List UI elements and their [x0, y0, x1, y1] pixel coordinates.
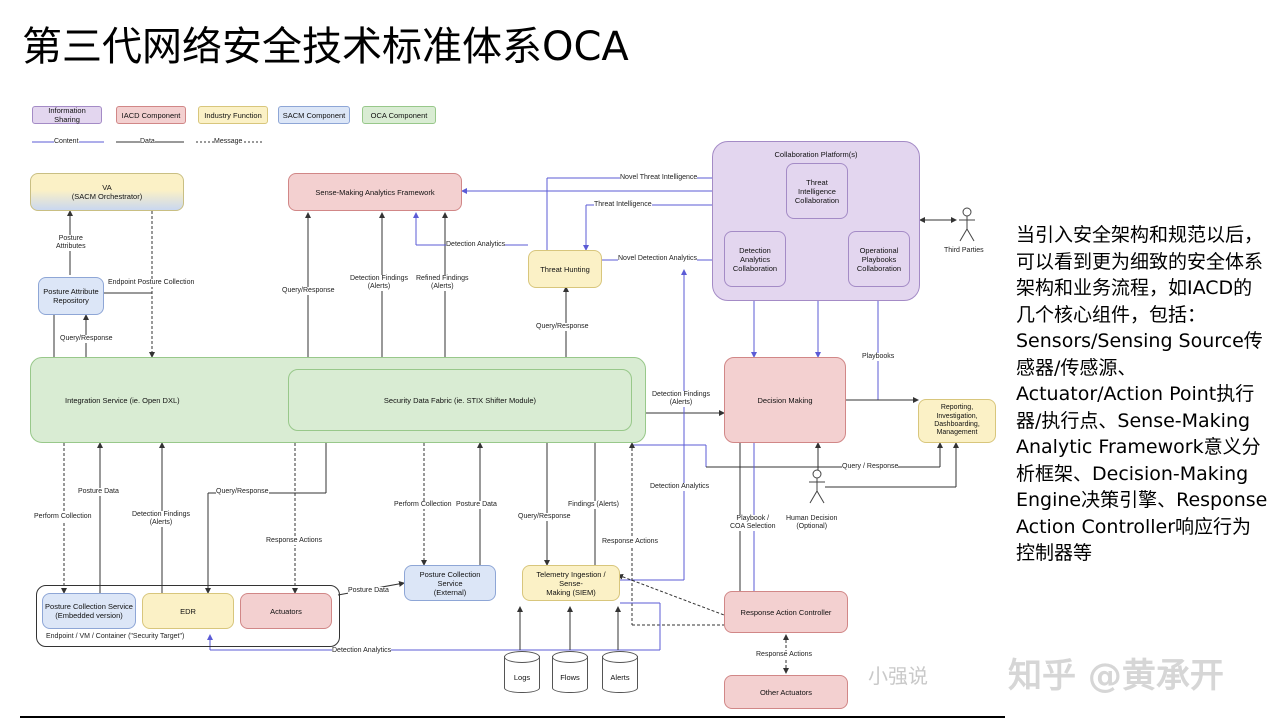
- posture-repo-node: Posture Attribute Repository: [38, 277, 104, 315]
- bottom-divider: [20, 716, 1005, 718]
- legend-industry-function: Industry Function: [198, 106, 268, 124]
- edge-detection-analytics-1: Detection Analytics: [446, 241, 506, 250]
- edge-posture-data-2: Posture Data: [456, 501, 497, 510]
- page-title: 第三代网络安全技术标准体系OCA: [22, 24, 629, 70]
- third-parties-label: Third Parties: [944, 247, 984, 254]
- edge-perform-collection-1: Perform Collection: [34, 513, 92, 522]
- edge-detection-findings-1: Detection Findings (Alerts): [350, 275, 408, 292]
- security-data-fabric-node: Security Data Fabric (ie. STIX Shifter M…: [288, 369, 632, 431]
- threat-hunting-node: Threat Hunting: [528, 250, 602, 288]
- edge-posture-data-1: Posture Data: [78, 488, 119, 497]
- wechat-watermark: 小强说: [868, 664, 928, 688]
- edge-detection-findings-2: Detection Findings (Alerts): [652, 391, 710, 408]
- legend-content: Content: [54, 138, 79, 147]
- edge-novel-threat-intelligence: Novel Threat Intelligence: [620, 174, 698, 183]
- edge-posture-data-3: Posture Data: [348, 587, 389, 596]
- endpoint-frame: [36, 585, 340, 647]
- edge-playbook-coa-selection: Playbook / COA Selection: [730, 515, 776, 532]
- legend-iacd-component: IACD Component: [116, 106, 186, 124]
- edge-refined-findings: Refined Findings (Alerts): [416, 275, 469, 292]
- oca-architecture-diagram: Information Sharing IACD Component Indus…: [20, 95, 1010, 715]
- edge-detection-analytics-2: Detection Analytics: [650, 483, 710, 492]
- edge-endpoint-posture-collection: Endpoint Posture Collection: [108, 279, 195, 288]
- edge-perform-collection-2: Perform Collection: [394, 501, 452, 510]
- endpoint-label: Endpoint / VM / Container ("Security Tar…: [46, 633, 185, 640]
- smaf-node: Sense-Making Analytics Framework: [288, 173, 462, 211]
- edge-response-actions-2: Response Actions: [602, 538, 659, 547]
- edge-findings-alerts: Findings (Alerts): [568, 501, 619, 510]
- decision-making-node: Decision Making: [724, 357, 846, 443]
- pcs-external-node: Posture Collection Service (External): [404, 565, 496, 601]
- edge-posture-attributes: Posture Attributes: [56, 235, 86, 252]
- reporting-node: Reporting, Investigation, Dashboarding, …: [918, 399, 996, 443]
- edr-node: EDR: [142, 593, 234, 629]
- va-node: VA (SACM Orchestrator): [30, 173, 184, 211]
- alerts-database: Alerts: [602, 651, 638, 693]
- third-parties-person-icon: [959, 207, 975, 242]
- collaboration-platform-label: Collaboration Platform(s): [774, 150, 858, 159]
- logs-label: Logs: [513, 673, 531, 682]
- human-decision-label: Human Decision (Optional): [786, 515, 838, 531]
- playbooks-collab-node: Operational Playbooks Collaboration: [848, 231, 910, 287]
- zhihu-watermark: 知乎 @黄承开: [1008, 656, 1224, 696]
- edge-query-response-2: Query/Response: [282, 287, 335, 296]
- edge-detection-findings-3: Detection Findings (Alerts): [132, 511, 190, 528]
- detection-collab-node: Detection Analytics Collaboration: [724, 231, 786, 287]
- legend-oca-component: OCA Component: [362, 106, 436, 124]
- telemetry-node: Telemetry Ingestion / Sense- Making (SIE…: [522, 565, 620, 601]
- threat-intel-collab-node: Threat Intelligence Collaboration: [786, 163, 848, 219]
- edge-query-response-3: Query/Response: [536, 323, 589, 332]
- integration-service-label: Integration Service (ie. Open DXL): [65, 395, 180, 405]
- legend-message: Message: [214, 138, 243, 147]
- legend-sacm-component: SACM Component: [278, 106, 350, 124]
- legend-information-sharing: Information Sharing: [32, 106, 102, 124]
- edge-query-response-6: Query/Response: [518, 513, 571, 522]
- alerts-label: Alerts: [610, 673, 630, 682]
- rac-node: Response Action Controller: [724, 591, 848, 633]
- edge-response-actions-3: Response Actions: [756, 651, 813, 660]
- edge-query-response-1: Query/Response: [60, 335, 113, 344]
- edge-threat-intelligence: Threat Intelligence: [594, 201, 652, 210]
- actuators-node: Actuators: [240, 593, 332, 629]
- pcs-embedded-node: Posture Collection Service (Embedded ver…: [42, 593, 136, 629]
- other-actuators-node: Other Actuators: [724, 675, 848, 709]
- edge-detection-analytics-3: Detection Analytics: [332, 647, 392, 656]
- logs-database: Logs: [504, 651, 540, 693]
- flows-database: Flows: [552, 651, 588, 693]
- legend-data: Data: [140, 138, 155, 147]
- human-decision-person-icon: [809, 469, 825, 504]
- flows-label: Flows: [560, 673, 580, 682]
- side-description: 当引入安全架构和规范以后，可以看到更为细致的安全体系架构和业务流程，如IACD的…: [1016, 224, 1268, 564]
- edge-query-response-4: Query / Response: [842, 463, 899, 472]
- edge-playbooks: Playbooks: [862, 353, 895, 362]
- edge-novel-detection-analytics: Novel Detection Analytics: [618, 255, 697, 264]
- edge-response-actions-1: Response Actions: [266, 537, 323, 546]
- edge-query-response-5: Query/Response: [216, 488, 269, 497]
